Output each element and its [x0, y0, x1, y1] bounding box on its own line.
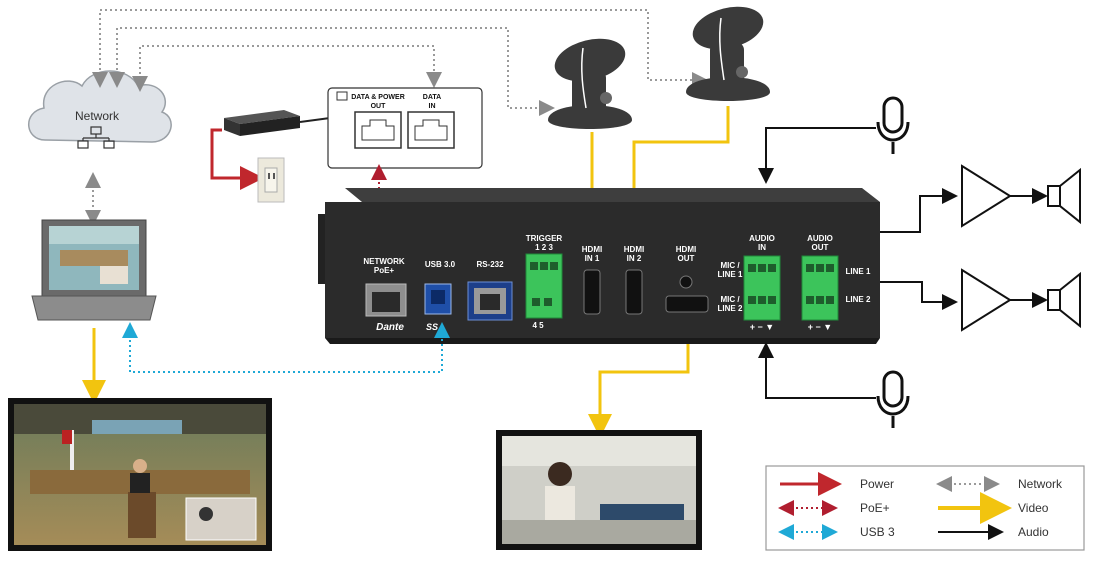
mic-line1-label-a: MIC / [720, 261, 740, 270]
audio-in-label-b: IN [758, 243, 766, 252]
in-label: IN [429, 103, 436, 110]
hdmi-in1-label-b: IN 1 [585, 254, 600, 263]
hdmi-out-screw [679, 275, 693, 289]
data-power-label: DATA & POWER [351, 94, 405, 101]
power-outlet [257, 157, 285, 203]
audio-out-label-b: OUT [812, 243, 829, 252]
ptz-camera-2 [686, 6, 770, 101]
hdmi-in1-label-a: HDMI [582, 245, 602, 254]
hdmi-in2-port [625, 269, 643, 315]
device-ports [365, 253, 839, 321]
legend-poe-label: PoE+ [860, 501, 890, 515]
legend-video-label: Video [1018, 501, 1049, 515]
audio-out-polarity: + − ▼ [808, 322, 832, 332]
network-cloud-label: Network [75, 109, 120, 123]
network-port-label: NETWORK [363, 257, 405, 266]
hdmi-in2-label-b: IN 2 [627, 254, 642, 263]
power-line [210, 128, 264, 190]
usb3-line [122, 322, 450, 373]
legend-network-label: Network [1018, 477, 1063, 491]
hdmi-out-label-b: OUT [678, 254, 695, 263]
legend-usb-label: USB 3 [860, 525, 895, 539]
hdmi-in2-label-a: HDMI [624, 245, 644, 254]
dante-label: Dante [376, 322, 404, 333]
audio-mic-top-line [758, 127, 876, 184]
amplifier-2-icon [961, 268, 1012, 332]
network-connections [85, 9, 708, 226]
audio-out-label-a: AUDIO [807, 234, 833, 243]
video-connections [82, 106, 730, 438]
audio-mic-bottom-line [758, 342, 876, 399]
network-cloud: Network [28, 70, 172, 149]
hdmi-in1-port [583, 269, 601, 315]
hdmi-out-label-a: HDMI [676, 245, 696, 254]
data-power-out-port [354, 111, 402, 149]
mic-line2-label-b: LINE 2 [718, 304, 743, 313]
poe-port-label: PoE+ [374, 266, 395, 275]
usb-port-label: USB 3.0 [425, 260, 456, 269]
conference-room-display [8, 398, 272, 551]
legend-audio-label: Audio [1018, 525, 1049, 539]
trigger-label: TRIGGER [526, 234, 563, 243]
av-bridge-device [318, 188, 880, 344]
line1-label: LINE 1 [846, 267, 871, 276]
hdmi-out-port [665, 295, 709, 313]
audio-output-connections [880, 188, 1048, 310]
trigger-top-pins: 1 2 3 [535, 243, 553, 252]
microphone-top-icon [876, 96, 910, 154]
far-end-display [496, 430, 702, 550]
mic-line1-label-b: LINE 1 [718, 270, 743, 279]
superspeed-label: SS [426, 322, 438, 332]
audio-in-polarity: + − ▼ [750, 322, 774, 332]
speaker-2-icon [1047, 271, 1081, 329]
speaker-1-icon [1047, 167, 1081, 225]
audio-in-label-a: AUDIO [749, 234, 775, 243]
line2-label: LINE 2 [846, 295, 871, 304]
out-label: OUT [371, 103, 387, 110]
poe-injector [224, 110, 331, 136]
legend-power-label: Power [860, 477, 894, 491]
network-topology-icon [77, 126, 115, 149]
data-label: DATA [423, 94, 441, 101]
microphone-bottom-icon [876, 370, 910, 428]
rs232-port-label: RS-232 [476, 260, 504, 269]
amplifier-1-icon [961, 164, 1012, 228]
mic-line2-label-a: MIC / [720, 295, 740, 304]
laptop [31, 219, 157, 321]
data-in-port [407, 111, 455, 149]
legend: Power PoE+ USB 3 Network Video Audio [765, 465, 1085, 551]
injector-port-panel: DATA & POWER OUT DATA IN [327, 87, 483, 169]
ptz-camera-1 [548, 38, 632, 129]
trigger-bottom-pins: 4 5 [532, 321, 544, 330]
